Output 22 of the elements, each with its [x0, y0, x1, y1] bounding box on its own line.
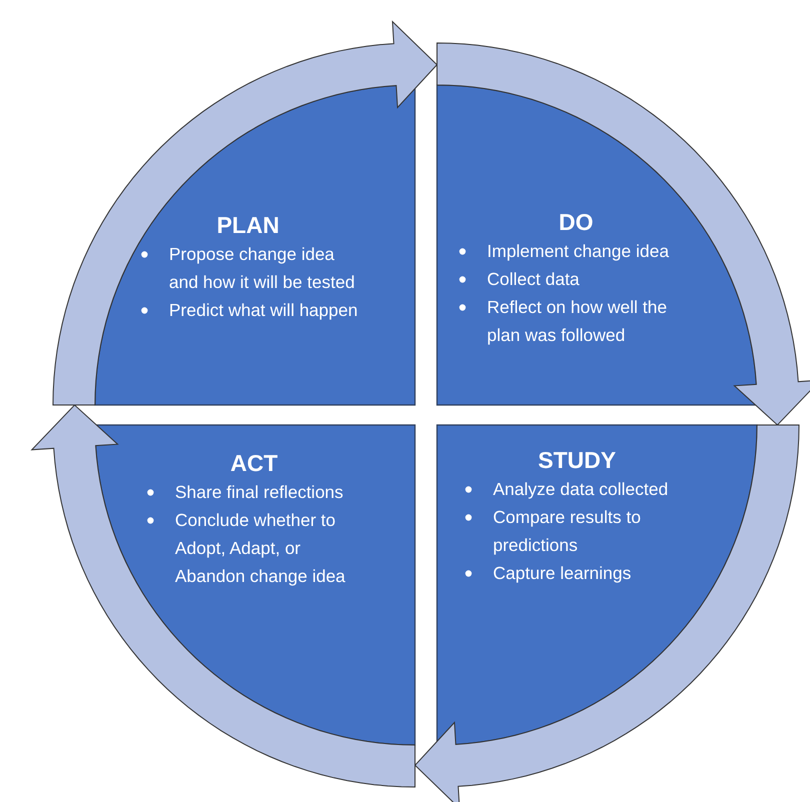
quadrant-heading: ACT: [229, 449, 279, 478]
quadrant-sector: [95, 85, 415, 405]
bullet-item: Predict what will happen: [169, 299, 359, 322]
curved-arrow: [414, 424, 800, 802]
bullet-item: Conclude whether to Adopt, Adapt, or Abandon change idea: [175, 509, 346, 588]
quadrant-sector: [95, 425, 415, 745]
quadrant-heading: STUDY: [537, 446, 617, 475]
curved-arrow: [52, 20, 438, 406]
quadrant-sector: [437, 425, 757, 745]
curved-arrow: [30, 404, 416, 788]
quadrant-heading: PLAN: [216, 211, 280, 240]
bullet-item: Implement change idea: [487, 240, 670, 263]
curved-arrow: [436, 42, 810, 426]
bullet-item: Propose change idea and how it will be tested: [169, 243, 356, 294]
bullet-item: Collect data: [487, 268, 580, 291]
bullet-item: Share final reflections: [175, 481, 344, 504]
quadrant-heading: DO: [558, 208, 594, 237]
quadrant-sector: [437, 85, 757, 405]
bullet-item: Compare results to predictions: [493, 506, 642, 557]
bullet-item: Reflect on how well the plan was followed: [487, 296, 668, 347]
bullet-item: Analyze data collected: [493, 478, 670, 501]
bullet-item: Capture learnings: [493, 562, 632, 585]
